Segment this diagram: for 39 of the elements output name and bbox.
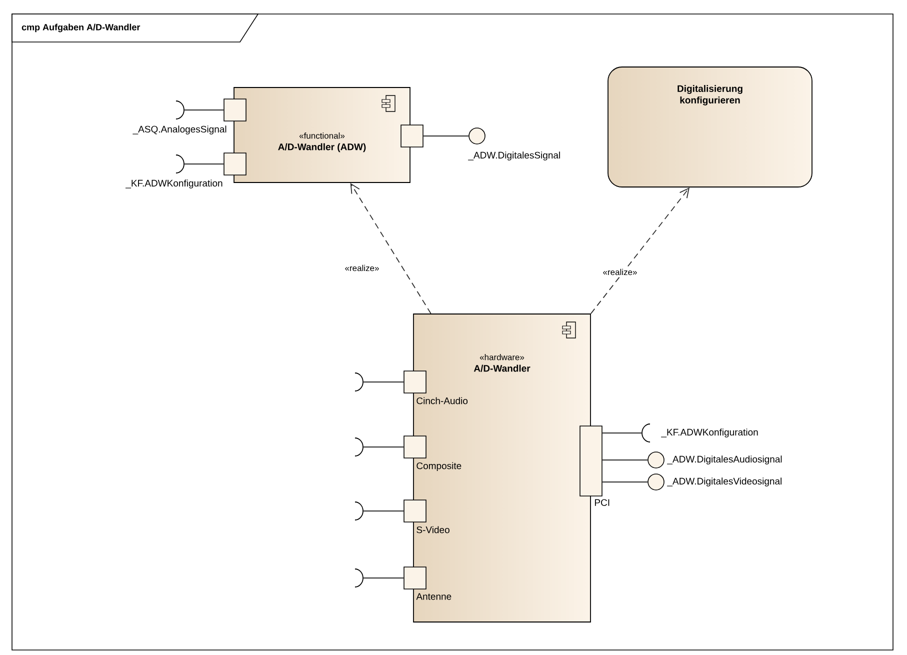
port-square [580,426,602,496]
socket-symbol [176,154,184,174]
port-label: Cinch-Audio [416,397,468,404]
component-box: «functional» A/D-Wandler (ADW) [234,87,410,183]
interface-label: _ADW.DigitalesSignal [468,152,560,160]
port-label: Antenne [416,593,452,600]
socket-symbol [354,372,364,392]
interface-label: _KF.ADWKonfiguration [661,428,758,438]
port-label: PCI [595,499,610,506]
port-square [224,152,246,176]
port-square [404,566,426,590]
port-label: Composite [416,462,462,472]
port-square [404,370,426,394]
socket-symbol [354,502,364,520]
interface-label: _ASQ.AnalogesSignal [132,126,226,134]
socket-symbol [642,424,650,442]
connector-line [602,432,642,434]
port-square [400,124,424,148]
interface-label: _ADW.DigitalesVideosignal [667,478,782,486]
port-label: S-Video [416,526,450,534]
edge-label: «realize» [601,267,639,277]
socket-symbol [354,568,364,588]
realization-arrow [590,187,690,314]
interface-label: _ADW.DigitalesAudiosignal [667,456,782,464]
edge-label: «realize» [343,263,381,273]
connector-line [362,446,404,448]
realization-arrow [350,182,432,314]
interface-circle [648,474,664,490]
port-square [404,500,426,522]
rounded-box: Digitalisierung konfigurieren [608,66,812,188]
interface-label: _KF.ADWKonfiguration [126,180,222,188]
port-square [404,436,426,458]
frame-title-tab: cmp Aufgaben A/D-Wandler [12,14,259,42]
interface-circle [468,128,486,144]
connector-line [362,510,404,512]
interface-circle [648,452,664,468]
socket-symbol [176,100,184,120]
socket-symbol [354,438,364,456]
port-square [224,98,246,122]
